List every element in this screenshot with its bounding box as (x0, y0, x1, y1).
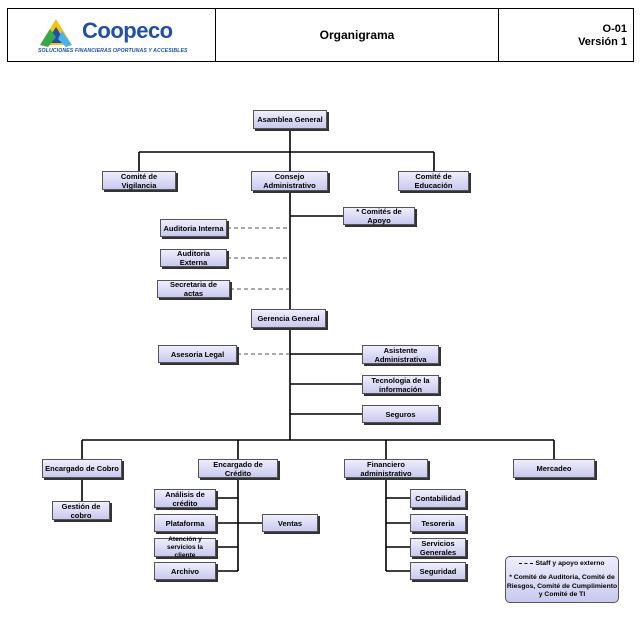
node-ventas: Ventas (262, 514, 318, 532)
node-label: Tecnologia de la información (371, 375, 430, 394)
node-label: Mercadeo (536, 464, 572, 473)
node-label: Contabilidad (415, 494, 461, 503)
node-auditoria-interna: Auditoria Interna (160, 219, 227, 237)
legend-staff: Staff y apoyo externo (506, 560, 618, 568)
node-gestion-cobro: Gestión de cobro (52, 501, 110, 520)
node-label: Plataforma (165, 518, 205, 528)
document-version: Versión 1 (578, 36, 627, 48)
node-label: Gerencia General (257, 314, 320, 323)
node-auditoria-externa: Auditoria Externa (160, 249, 227, 267)
node-financiero-administrativo: Financiero administrativo (344, 459, 428, 478)
node-label: Financiero administrativo (360, 459, 412, 478)
node-plataforma: Plataforma (154, 514, 216, 532)
node-label: Seguridad (419, 566, 457, 576)
node-mercadeo: Mercadeo (513, 459, 595, 478)
coopeco-logo-icon (40, 19, 72, 47)
node-gerencia-general: Gerencia General (251, 309, 326, 328)
node-asesoria-legal: Asesoria Legal (158, 345, 237, 363)
node-label: Archivo (171, 566, 199, 576)
node-label: Ventas (277, 518, 303, 528)
node-encargado-credito: Encargado de Crédito (198, 459, 278, 478)
node-tecnologia-informacion: Tecnologia de la información (362, 375, 439, 394)
node-contabilidad: Contabilidad (410, 489, 466, 508)
node-label: Atención y servicios la cliente (167, 535, 203, 559)
node-label: Asamblea General (257, 115, 323, 124)
node-label: * Comités de Apoyo (356, 207, 402, 225)
document-title: Organigrama (216, 9, 499, 61)
node-asamblea-general: Asamblea General (253, 110, 327, 129)
node-seguridad: Seguridad (410, 562, 466, 580)
node-label: Comité de Vigilancia (120, 171, 158, 190)
node-label: Seguros (385, 409, 416, 419)
node-archivo: Archivo (154, 562, 216, 580)
legend: Staff y apoyo externo * Comité de Audito… (505, 556, 619, 603)
document-header: Coopeco SOLUCIONES FINANCIERAS OPORTUNAS… (7, 8, 634, 62)
node-label: Análisis de crédito (165, 489, 205, 508)
document-code-cell: O-01 Versión 1 (499, 9, 633, 61)
node-servicios-generales: Servicios Generales (410, 538, 466, 557)
node-label: Asistente Administrativa (374, 345, 427, 364)
node-label: Gestión de cobro (61, 501, 101, 520)
logo-tagline: SOLUCIONES FINANCIERAS OPORTUNAS Y ACCES… (38, 48, 188, 54)
node-encargado-cobro: Encargado de Cobro (42, 459, 122, 478)
legend-note: * Comité de Auditoria, Comité de Riesgos… (506, 574, 618, 599)
node-label: Servicios Generales (419, 538, 457, 557)
node-label: Auditoria Externa (177, 249, 210, 267)
node-tesoreria: Tesoreria (410, 514, 466, 532)
node-analisis-credito: Análisis de crédito (154, 489, 216, 508)
dashed-line-icon (519, 562, 534, 564)
node-label: Consejo Administrativo (263, 172, 316, 190)
node-comites-apoyo: * Comités de Apoyo (343, 207, 415, 225)
node-asistente-administrativa: Asistente Administrativa (362, 345, 439, 364)
document-code: O-01 (602, 23, 627, 35)
node-comite-vigilancia: Comité de Vigilancia (102, 171, 176, 190)
node-label: Auditoria Interna (163, 223, 224, 233)
node-label: Secretaria de actas (169, 280, 218, 298)
node-atencion-cliente: Atención y servicios la cliente (154, 535, 216, 559)
node-secretaria-actas: Secretaria de actas (157, 280, 230, 298)
legend-staff-label: Staff y apoyo externo (535, 560, 605, 567)
node-label: Tesoreria (421, 518, 455, 528)
logo-name: Coopeco (82, 18, 173, 43)
node-seguros: Seguros (362, 405, 439, 423)
node-consejo-administrativo: Consejo Administrativo (251, 171, 328, 191)
node-label: Encargado de Crédito (213, 459, 263, 478)
node-label: Asesoria Legal (170, 349, 225, 359)
logo-cell: Coopeco SOLUCIONES FINANCIERAS OPORTUNAS… (8, 9, 216, 61)
node-comite-educacion: Comité de Educación (398, 171, 469, 191)
node-label: Encargado de Cobro (45, 464, 119, 473)
node-label: Comité de Educación (414, 172, 453, 190)
